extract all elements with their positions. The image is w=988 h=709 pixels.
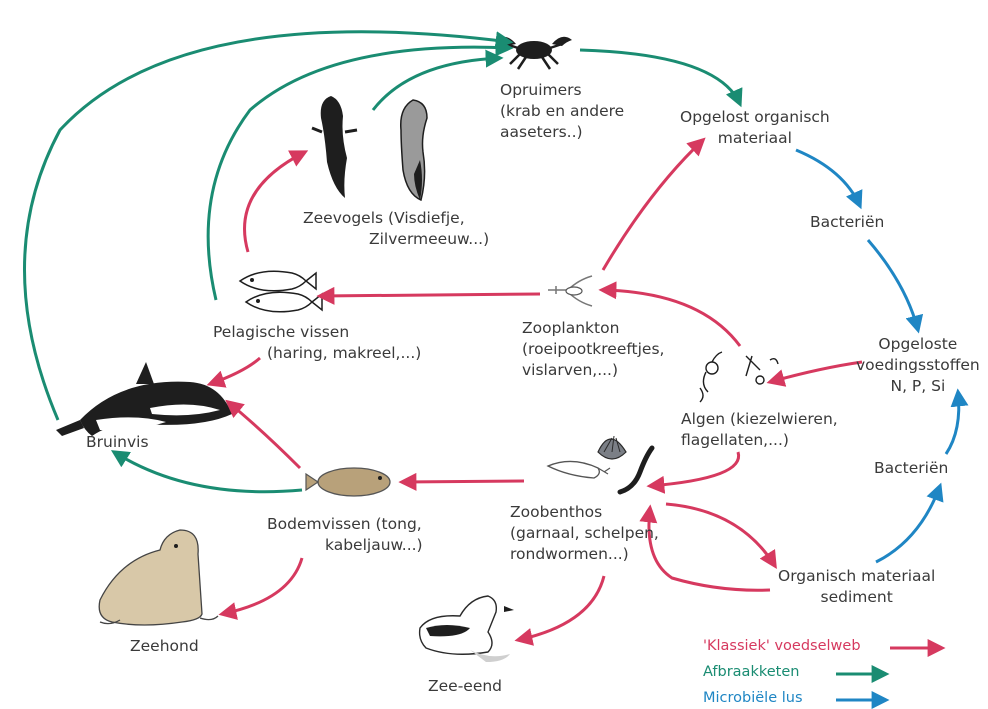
opgelost-organisch-label: Opgelost organisch materiaal — [680, 107, 830, 149]
bacterien-top-label: Bacteriën — [810, 212, 884, 233]
algen-label: Algen (kiezelwieren, flagellaten,...) — [681, 409, 838, 451]
arrow-zooplankton-to-pelagisch — [320, 294, 540, 296]
arrow-bodemvissen-to-bruinvis — [228, 402, 300, 468]
algae-icon — [700, 352, 778, 402]
flatfish-icon — [306, 468, 390, 496]
bruinvis-label: Bruinvis — [86, 432, 149, 453]
zee-eend-label: Zee-eend — [428, 676, 502, 697]
arrow-zooplankton-to-opgelost — [603, 140, 703, 270]
legend-afbraak-label: Afbraakketen — [703, 664, 799, 680]
eider-duck-icon — [420, 596, 514, 662]
gull-icon — [401, 100, 427, 200]
benthos-icon — [548, 436, 652, 492]
arrow-pelagisch-to-zeevogels — [245, 152, 305, 252]
zeehond-label: Zeehond — [130, 636, 199, 657]
arrow-bodemvissen-to-bruinvis-green — [114, 452, 302, 492]
arrow-zoobenthos-to-sediment — [666, 504, 775, 566]
bacterien-bottom-label: Bacteriën — [874, 458, 948, 479]
arrow-algen-to-zoobenthos — [650, 452, 739, 486]
arrow-bodemvissen-to-zeehond — [222, 558, 302, 614]
arrow-pelagisch-to-opruimers — [208, 47, 510, 300]
arrow-bacterien-to-voedingsstoffen — [868, 240, 918, 330]
bodemvissen-label: Bodemvissen (tong, kabeljauw...) — [267, 514, 423, 556]
zooplankton-label: Zooplankton (roeipootkreeftjes, vislarve… — [522, 318, 664, 381]
legend-microbieel-label: Microbiële lus — [703, 690, 803, 706]
tern-icon — [312, 96, 357, 198]
arrow-zeevogels-to-opruimers — [373, 58, 500, 110]
porpoise-icon — [56, 362, 232, 436]
pelagische-vissen-label: Pelagische vissen (haring, makreel,...) — [213, 322, 421, 364]
voedingsstoffen-label: Opgeloste voedingsstoffen N, P, Si — [856, 334, 980, 397]
arrow-opgelost-to-bacterien — [796, 150, 860, 206]
arrow-sediment-to-zoobenthos — [649, 508, 770, 590]
zoobenthos-label: Zoobenthos (garnaal, schelpen, rondworme… — [510, 502, 659, 565]
arrow-zoobenthos-to-zee-eend — [518, 576, 604, 640]
arrow-sediment-to-bacterien — [876, 486, 940, 562]
seal-icon — [99, 530, 218, 625]
copepod-icon — [548, 276, 592, 306]
arrow-voedingsstoffen-to-algen — [770, 362, 862, 382]
arrow-zoobenthos-to-bodemvissen — [402, 481, 524, 482]
arrow-bacterien-to-voedingsstoffen-bottom — [946, 392, 959, 454]
herring-icon — [240, 271, 322, 312]
zeevogels-label: Zeevogels (Visdiefje, Zilvermeeuw...) — [303, 208, 489, 250]
opruimers-label: Opruimers (krab en andere aaseters..) — [500, 80, 624, 143]
organisch-sediment-label: Organisch materiaal sediment — [778, 566, 935, 608]
legend-klassiek-label: 'Klassiek' voedselweb — [703, 638, 861, 654]
